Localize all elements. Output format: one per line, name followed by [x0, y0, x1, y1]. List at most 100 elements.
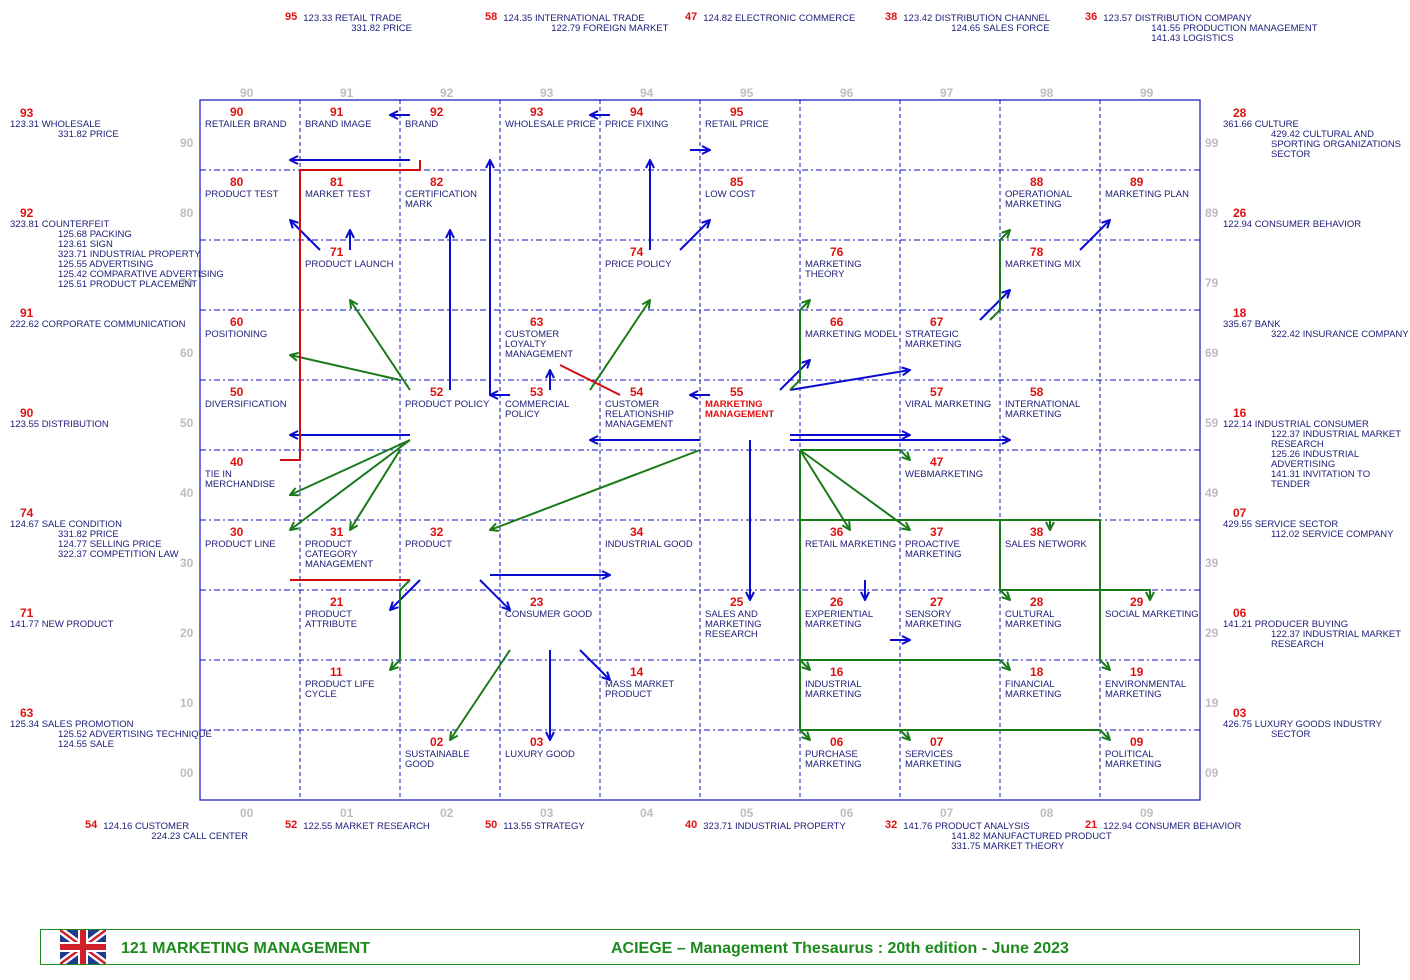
- related-domain-terms: 123.33 RETAIL TRADE 331.82 PRICE: [303, 13, 412, 34]
- cell-code: 14: [630, 665, 644, 679]
- narrower-term-arrow: [989, 230, 1010, 321]
- narrower-term-arrow: [800, 449, 910, 460]
- related-domain-code: 54: [85, 819, 98, 831]
- axis-label-top: 99: [1140, 86, 1154, 100]
- broader-term-arrow: [979, 290, 1010, 321]
- cell-term: SOCIAL MARKETING: [1105, 609, 1199, 620]
- related-domain-code: 50: [485, 819, 498, 831]
- uk-flag-icon: [60, 930, 106, 964]
- cell-term: RETAIL MARKETING: [805, 539, 897, 550]
- cell-term: POSITIONING: [205, 329, 268, 340]
- cell-code: 30: [230, 525, 244, 539]
- cell-code: 91: [330, 105, 344, 119]
- related-domain-terms: 323.71 INDUSTRIAL PROPERTY: [703, 821, 846, 832]
- cell-code: 76: [830, 245, 844, 259]
- cell-code: 67: [930, 315, 944, 329]
- cell-code: 38: [1030, 525, 1044, 539]
- broader-term-arrow: [479, 579, 510, 610]
- cell-term: SUSTAINABLE GOOD: [405, 749, 470, 770]
- axis-label-top: 90: [240, 86, 254, 100]
- narrower-term-arrow: [589, 300, 650, 391]
